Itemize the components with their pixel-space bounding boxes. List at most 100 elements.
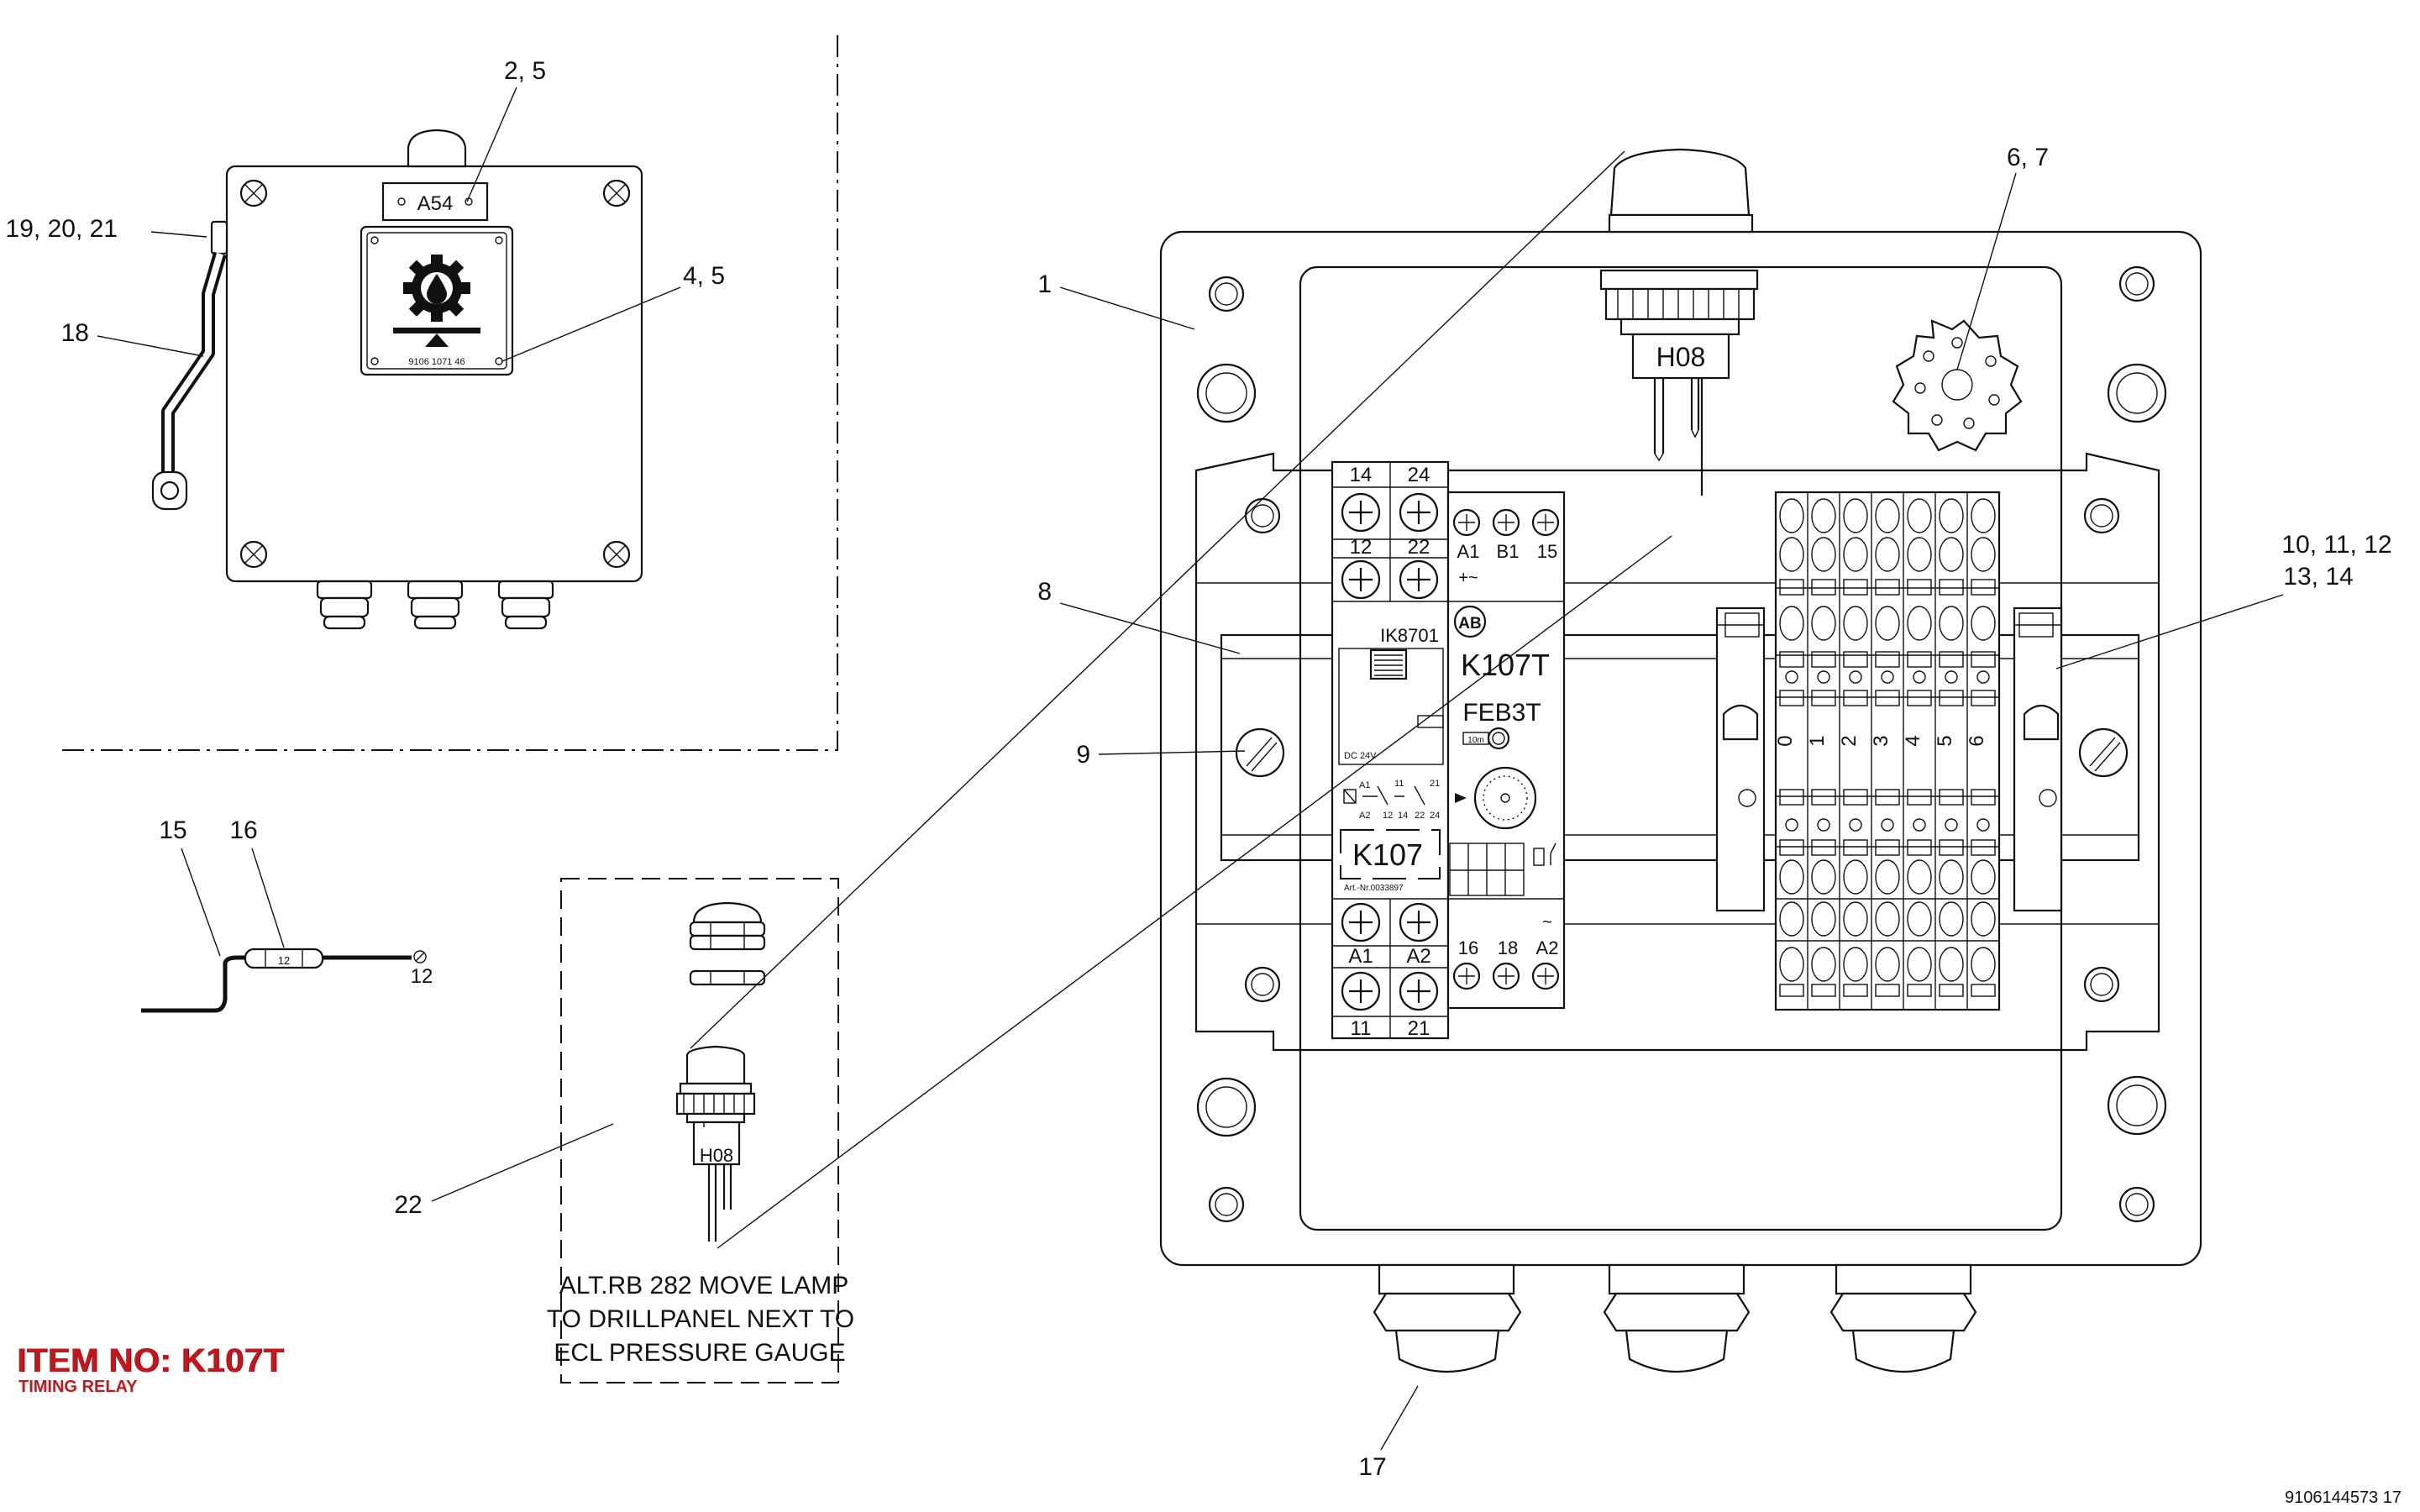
callout-9: 9 bbox=[1076, 741, 1090, 769]
alt-lamp-detail: H08 ALT.RB 282 MOVE LAMP TO DRILLPANEL N… bbox=[547, 878, 854, 1383]
alt-lamp-boundary bbox=[560, 878, 839, 1383]
wire-end-label: 12 bbox=[411, 965, 433, 988]
main-lamp: H08 bbox=[1599, 148, 1759, 496]
terminal-number: 4 bbox=[1902, 735, 1924, 746]
time-range: 10m bbox=[1467, 736, 1483, 745]
mounting-plate bbox=[1194, 452, 2160, 1052]
relay-tag: K107 bbox=[1352, 837, 1423, 872]
callout-6-7: 6, 7 bbox=[2007, 144, 2049, 171]
terminal-number: 1 bbox=[1806, 735, 1829, 746]
term-12: 12 bbox=[1350, 536, 1373, 559]
term-r-15: 15 bbox=[1537, 541, 1557, 562]
relay-tag-frame bbox=[1340, 829, 1441, 879]
supply-mark: +~ bbox=[1458, 569, 1478, 587]
callout-16: 16 bbox=[229, 816, 257, 844]
callout-19-21: 19, 20, 21 bbox=[6, 215, 118, 243]
schem-12: 12 bbox=[1383, 811, 1393, 821]
term-r-a2: A2 bbox=[1536, 937, 1559, 958]
schem-11: 11 bbox=[1394, 779, 1404, 789]
enclosure-mounting-holes bbox=[1196, 265, 2167, 1223]
gear-drop-icon bbox=[393, 255, 480, 347]
ground-strap bbox=[151, 220, 228, 511]
sticker-code: 9106 1071 46 bbox=[408, 357, 465, 367]
wire-marker-text: 12 bbox=[278, 954, 290, 967]
callout-4-5: 4, 5 bbox=[683, 262, 725, 290]
detail-boundary bbox=[59, 35, 838, 751]
schem-24: 24 bbox=[1430, 811, 1440, 821]
relay-k107: 14 24 12 22 A1 A2 11 21 IK8701 DC 24V A1 bbox=[1331, 460, 1450, 1040]
item-subtitle: TIMING RELAY bbox=[18, 1378, 138, 1396]
relay-voltage: DC 24V bbox=[1344, 751, 1377, 761]
callout-8: 8 bbox=[1037, 578, 1052, 606]
schem-14: 14 bbox=[1398, 811, 1408, 821]
alt-lamp: H08 bbox=[675, 1045, 756, 1242]
terminal-number: 3 bbox=[1870, 735, 1892, 746]
relay-screws-left bbox=[1341, 492, 1439, 1011]
corner-screws bbox=[239, 179, 631, 569]
schem-22: 22 bbox=[1415, 811, 1425, 821]
term-a2: A2 bbox=[1406, 945, 1430, 968]
alt-lamp-label: H08 bbox=[700, 1145, 733, 1166]
relay-k107t: A1 B1 15 +~ AB K107T FEB3T 10m ~ 16 18 A… bbox=[1446, 491, 1566, 1010]
callout-17: 17 bbox=[1358, 1453, 1386, 1481]
brand-badge bbox=[1453, 605, 1487, 638]
term-22: 22 bbox=[1408, 536, 1430, 559]
callout-2-5: 2, 5 bbox=[504, 57, 546, 85]
wire-with-marker: 12 12 bbox=[141, 948, 433, 1013]
term-r-a1: A1 bbox=[1457, 541, 1480, 562]
callout-22: 22 bbox=[394, 1191, 422, 1219]
small-cable-glands bbox=[316, 580, 554, 630]
terminal-number: 0 bbox=[1774, 735, 1797, 746]
small-lamp bbox=[407, 129, 467, 168]
term-r-16: 16 bbox=[1458, 937, 1478, 958]
relay-indicator bbox=[1369, 648, 1408, 680]
ac-mark: ~ bbox=[1542, 913, 1552, 932]
lamp-nuts bbox=[689, 901, 766, 986]
brand-text: AB bbox=[1458, 615, 1481, 633]
term-r-18: 18 bbox=[1498, 937, 1518, 958]
plate-label: A54 bbox=[417, 192, 454, 215]
term-a1: A1 bbox=[1348, 945, 1373, 968]
end-stop-right bbox=[2013, 606, 2063, 912]
callouts: 2, 5 19, 20, 21 18 4, 5 1 6, 7 8 9 10, 1… bbox=[6, 57, 2392, 1481]
wire-marker bbox=[244, 948, 324, 969]
term-24: 24 bbox=[1408, 464, 1430, 486]
time-dial bbox=[1455, 766, 1537, 830]
schem-a2: A2 bbox=[1359, 811, 1370, 821]
term-11: 11 bbox=[1351, 1017, 1372, 1040]
terminal-number: 2 bbox=[1838, 735, 1861, 746]
term-14: 14 bbox=[1350, 464, 1373, 486]
relay-model-right: K107T bbox=[1461, 648, 1550, 682]
note-line-1: ALT.RB 282 MOVE LAMP bbox=[559, 1272, 849, 1299]
projection-lines bbox=[690, 150, 1672, 1249]
schem-a1: A1 bbox=[1359, 780, 1370, 790]
adjust-screw-icon bbox=[1487, 727, 1510, 750]
small-enclosure-view: A54 9106 1071 46 bbox=[59, 35, 838, 751]
relay-art-no: Art.-Nr.0033897 bbox=[1344, 884, 1404, 893]
schem-21: 21 bbox=[1430, 779, 1440, 789]
relay-model-left: IK8701 bbox=[1380, 625, 1439, 646]
main-lamp-label: H08 bbox=[1656, 342, 1706, 372]
note-line-2: TO DRILLPANEL NEXT TO bbox=[547, 1305, 854, 1333]
relay-screws-right bbox=[1452, 508, 1560, 990]
drawing-number: 9106144573 17 bbox=[2284, 1488, 2402, 1507]
wire-end-icon bbox=[413, 950, 427, 963]
item-title: ITEM NO: K107T bbox=[17, 1342, 285, 1379]
main-cable-glands bbox=[1373, 1263, 1977, 1373]
relay-schematic: A1 11 21 A2 12 14 22 24 bbox=[1343, 779, 1440, 821]
callout-1: 1 bbox=[1037, 270, 1052, 298]
dip-switches bbox=[1449, 843, 1556, 896]
callout-10-12: 10, 11, 12 bbox=[2281, 531, 2391, 559]
term-r-b1: B1 bbox=[1497, 541, 1520, 562]
terminal-number: 5 bbox=[1934, 735, 1956, 746]
callout-13-14: 13, 14 bbox=[2283, 563, 2353, 591]
end-stop-left bbox=[1715, 606, 1766, 912]
relay-module-right bbox=[1446, 491, 1566, 1010]
callout-18: 18 bbox=[61, 319, 89, 347]
name-plate bbox=[381, 181, 489, 222]
term-21: 21 bbox=[1408, 1017, 1430, 1040]
note-line-3: ECL PRESSURE GAUGE bbox=[554, 1339, 845, 1367]
